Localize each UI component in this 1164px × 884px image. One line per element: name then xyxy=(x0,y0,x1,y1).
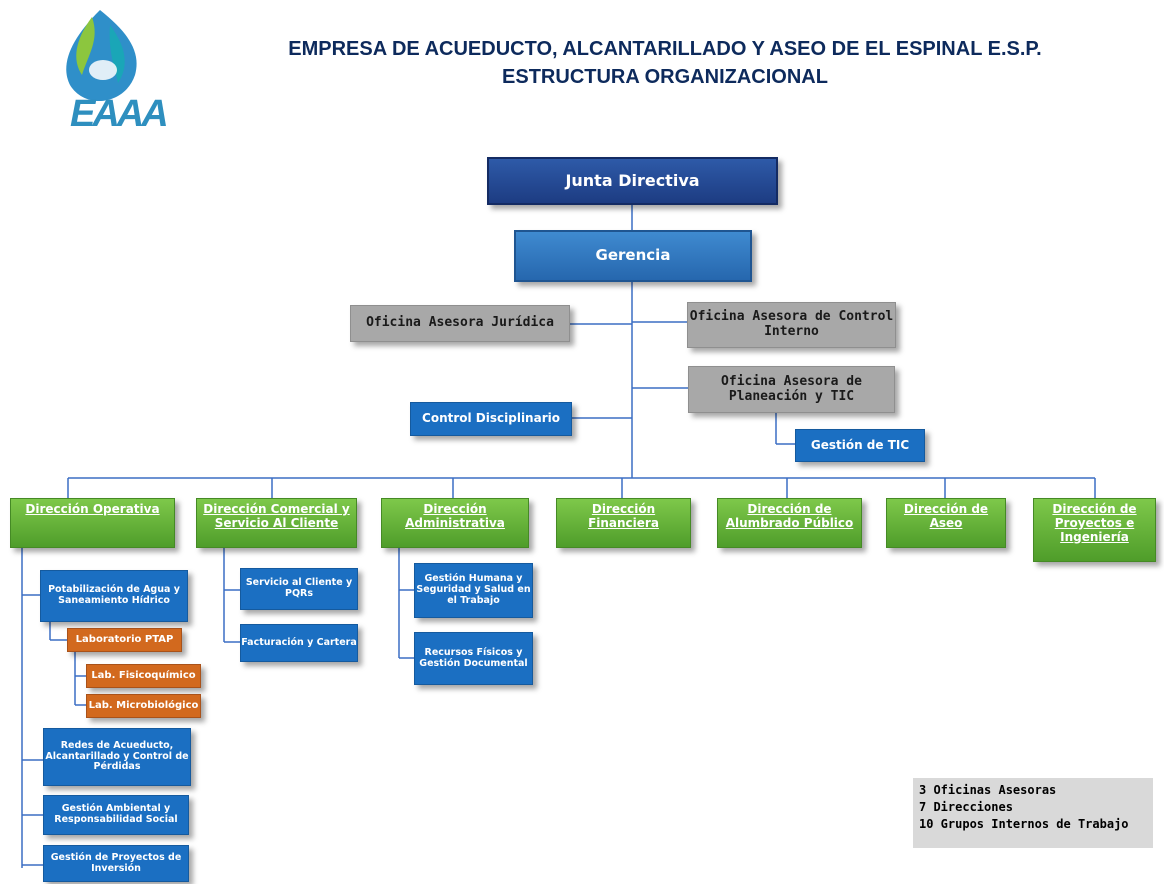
laboratorio-ptap-box: Laboratorio PTAP xyxy=(67,628,182,652)
facturacion-box: Facturación y Cartera xyxy=(240,624,358,662)
oficina-control-interno-box: Oficina Asesora de Control Interno xyxy=(687,302,896,348)
lab-fisicoquimico-box: Lab. Fisicoquímico xyxy=(86,664,201,688)
direccion-label: Dirección de Alumbrado Público xyxy=(725,502,854,530)
summary-legend: 3 Oficinas Asesoras 7 Direcciones 10 Gru… xyxy=(913,778,1153,848)
legend-line: 10 Grupos Internos de Trabajo xyxy=(919,816,1129,831)
junta-directiva-box: Junta Directiva xyxy=(487,157,778,205)
gestion-proyectos-inversion-box: Gestión de Proyectos de Inversión xyxy=(43,845,189,882)
chart-subtitle: ESTRUCTURA ORGANIZACIONAL xyxy=(502,66,828,88)
direccion-label: Dirección Financiera xyxy=(588,502,659,530)
legend-line: 3 Oficinas Asesoras xyxy=(919,783,1057,797)
direccion-label: Dirección Operativa xyxy=(25,502,160,516)
logo-text: EAAA xyxy=(70,93,169,135)
direccion-proyectos-box: Dirección de Proyectos e Ingeniería xyxy=(1033,498,1156,562)
potabilizacion-box: Potabilización de Agua y Saneamiento Híd… xyxy=(40,570,188,622)
gerencia-box: Gerencia xyxy=(514,230,752,282)
company-logo: EAAA xyxy=(30,5,180,135)
oficina-juridica-box: Oficina Asesora Jurídica xyxy=(350,305,570,342)
control-disciplinario-box: Control Disciplinario xyxy=(410,402,572,436)
direccion-label: Dirección de Aseo xyxy=(903,502,989,530)
water-drop-icon xyxy=(66,10,137,102)
direccion-alumbrado-box: Dirección de Alumbrado Público xyxy=(717,498,862,548)
servicio-cliente-box: Servicio al Cliente y PQRs xyxy=(240,568,358,610)
recursos-fisicos-box: Recursos Físicos y Gestión Documental xyxy=(414,632,533,685)
gestion-humana-box: Gestión Humana y Seguridad y Salud en el… xyxy=(414,563,533,618)
legend-line: 7 Direcciones xyxy=(919,799,1013,814)
gestion-tic-box: Gestión de TIC xyxy=(795,429,925,462)
oficina-planeacion-box: Oficina Asesora de Planeación y TIC xyxy=(688,366,895,413)
direccion-label: Dirección Comercial y Servicio Al Client… xyxy=(203,502,350,530)
gestion-ambiental-box: Gestión Ambiental y Responsabilidad Soci… xyxy=(43,795,189,835)
direccion-aseo-box: Dirección de Aseo xyxy=(886,498,1006,548)
lab-microbiologico-box: Lab. Microbiológico xyxy=(86,694,201,718)
direccion-label: Dirección Administrativa xyxy=(405,502,505,530)
direccion-label: Dirección de Proyectos e Ingeniería xyxy=(1052,502,1137,544)
direccion-operativa-box: Dirección Operativa xyxy=(10,498,175,548)
direccion-financiera-box: Dirección Financiera xyxy=(556,498,691,548)
redes-box: Redes de Acueducto, Alcantarillado y Con… xyxy=(43,728,191,786)
direccion-administrativa-box: Dirección Administrativa xyxy=(381,498,529,548)
direccion-comercial-box: Dirección Comercial y Servicio Al Client… xyxy=(196,498,357,548)
company-title: EMPRESA DE ACUEDUCTO, ALCANTARILLADO Y A… xyxy=(288,38,1042,60)
